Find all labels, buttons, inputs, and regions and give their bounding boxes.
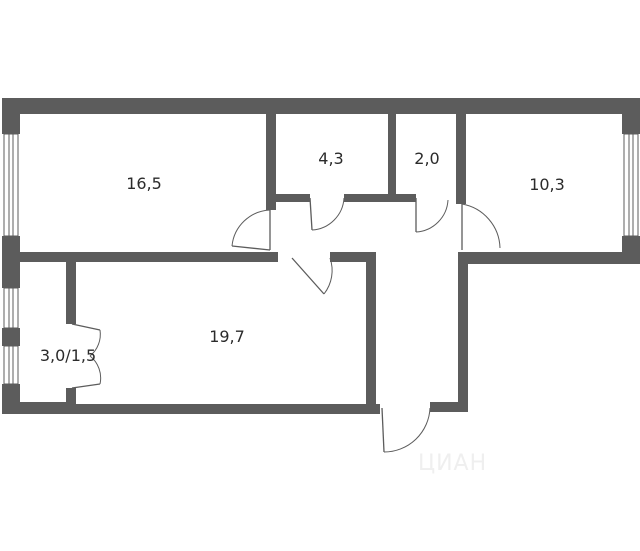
door-room-1 — [231, 209, 271, 251]
wall-bottom-right — [458, 252, 640, 264]
interior-walls — [20, 114, 466, 412]
room-area-6: 3,0/1,5 — [40, 346, 96, 365]
wall-room2-room3 — [388, 114, 396, 202]
window-left-upper — [3, 133, 19, 237]
wall-room2-bottom-left — [266, 194, 310, 202]
room-area-1: 16,5 — [126, 174, 162, 193]
door-room-3 — [415, 198, 449, 233]
window-loggia-upper — [3, 287, 19, 329]
windows — [3, 133, 639, 385]
wall-room2-bottom-right — [344, 194, 416, 202]
room-area-5: 19,7 — [209, 327, 245, 346]
wall-left-mid — [2, 236, 20, 266]
room-labels: 16,5 4,3 2,0 10,3 19,7 3,0/1,5 — [40, 149, 565, 365]
window-loggia-lower — [3, 345, 19, 385]
wall-room3-room4 — [456, 114, 466, 204]
outer-walls — [2, 98, 640, 414]
wall-left-loggia-top — [2, 262, 20, 288]
wall-bottom-loggia — [2, 402, 66, 414]
wall-room5-top-right — [330, 252, 374, 262]
wall-bottom-main — [66, 404, 380, 414]
wall-loggia-partition-top — [66, 262, 76, 324]
doors — [71, 197, 501, 453]
wall-room1-bottom-left — [20, 252, 68, 262]
wall-room1-right-stub — [266, 252, 278, 262]
wall-loggia-partition-bottom — [66, 388, 76, 412]
room-area-2: 4,3 — [318, 149, 343, 168]
room-area-4: 10,3 — [529, 175, 565, 194]
wall-bottom-corridor — [430, 402, 468, 412]
wall-left-upper — [2, 98, 20, 134]
wall-left-loggia-mid — [2, 328, 20, 346]
wall-room4-door-stub — [456, 196, 462, 204]
wall-corridor-right — [458, 252, 468, 412]
wall-room5-right — [366, 252, 376, 412]
wall-top — [2, 98, 640, 114]
wall-room1-bottom-right — [68, 252, 270, 262]
door-loggia — [71, 323, 102, 389]
door-room-5 — [291, 257, 333, 295]
room-area-3: 2,0 — [414, 149, 439, 168]
door-room-2 — [309, 197, 345, 231]
wall-room1-right — [266, 114, 276, 210]
window-right — [623, 133, 639, 237]
door-entrance — [381, 407, 431, 453]
watermark-text: ЦИАН — [418, 451, 487, 476]
wall-right-upper — [622, 98, 640, 134]
door-room-4 — [461, 203, 501, 250]
wall-right-lower — [622, 236, 640, 264]
